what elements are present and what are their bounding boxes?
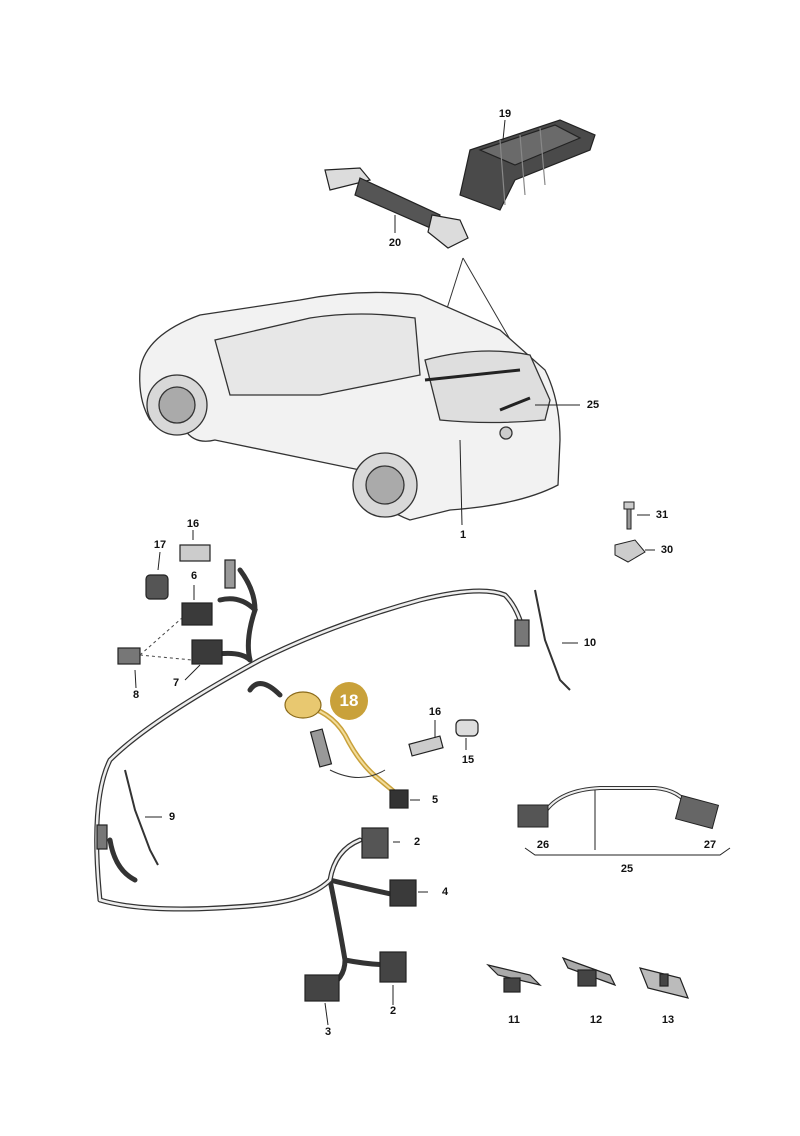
- part-label-p20: 20: [388, 237, 402, 249]
- part-label-p8: 8: [132, 689, 140, 701]
- part-13-clip: [639, 967, 689, 999]
- part-label-p26: 26: [536, 839, 550, 851]
- part-30-nut: [614, 539, 646, 563]
- part-11-clip: [486, 963, 542, 993]
- antenna-leads: [124, 589, 571, 866]
- part-label-p19: 19: [498, 108, 512, 120]
- harness-connectors: [96, 544, 530, 1002]
- part-12-clip: [561, 956, 617, 987]
- part-label-p12: 12: [589, 1014, 603, 1026]
- part-label-p2b: 2: [389, 1005, 397, 1017]
- vehicle-illustration: [139, 291, 561, 521]
- part-label-p17: 17: [153, 539, 167, 551]
- part-label-p13: 13: [661, 1014, 675, 1026]
- part-label-p10: 10: [583, 637, 597, 649]
- part-label-p15: 15: [461, 754, 475, 766]
- wiring-harness: [94, 567, 528, 991]
- part-18-highlighted-cable: [284, 691, 401, 798]
- part-20-cable-sleeve: [324, 167, 469, 249]
- part-31-screw: [623, 501, 635, 530]
- part-label-p31: 31: [655, 509, 669, 521]
- part-19-bracket: [459, 119, 596, 211]
- part-label-p2a: 2: [413, 836, 421, 848]
- part-label-p6: 6: [190, 570, 198, 582]
- part-label-p3: 3: [324, 1026, 332, 1038]
- part-label-p9: 9: [168, 811, 176, 823]
- part-label-p25a: 25: [586, 399, 600, 411]
- highlight-badge-18[interactable]: 18: [330, 682, 368, 720]
- part-label-p16a: 16: [186, 518, 200, 530]
- part-label-p7: 7: [172, 677, 180, 689]
- part-label-p11: 11: [508, 1014, 520, 1026]
- part-label-p4: 4: [441, 886, 449, 898]
- part-label-p1: 1: [459, 529, 467, 541]
- part-label-p30: 30: [660, 544, 674, 556]
- part-label-p25b: 25: [620, 863, 634, 875]
- part-25-harness: [517, 786, 731, 856]
- part-label-p27: 27: [703, 839, 717, 851]
- part-label-p5: 5: [431, 794, 439, 806]
- part-label-p16b: 16: [428, 706, 442, 718]
